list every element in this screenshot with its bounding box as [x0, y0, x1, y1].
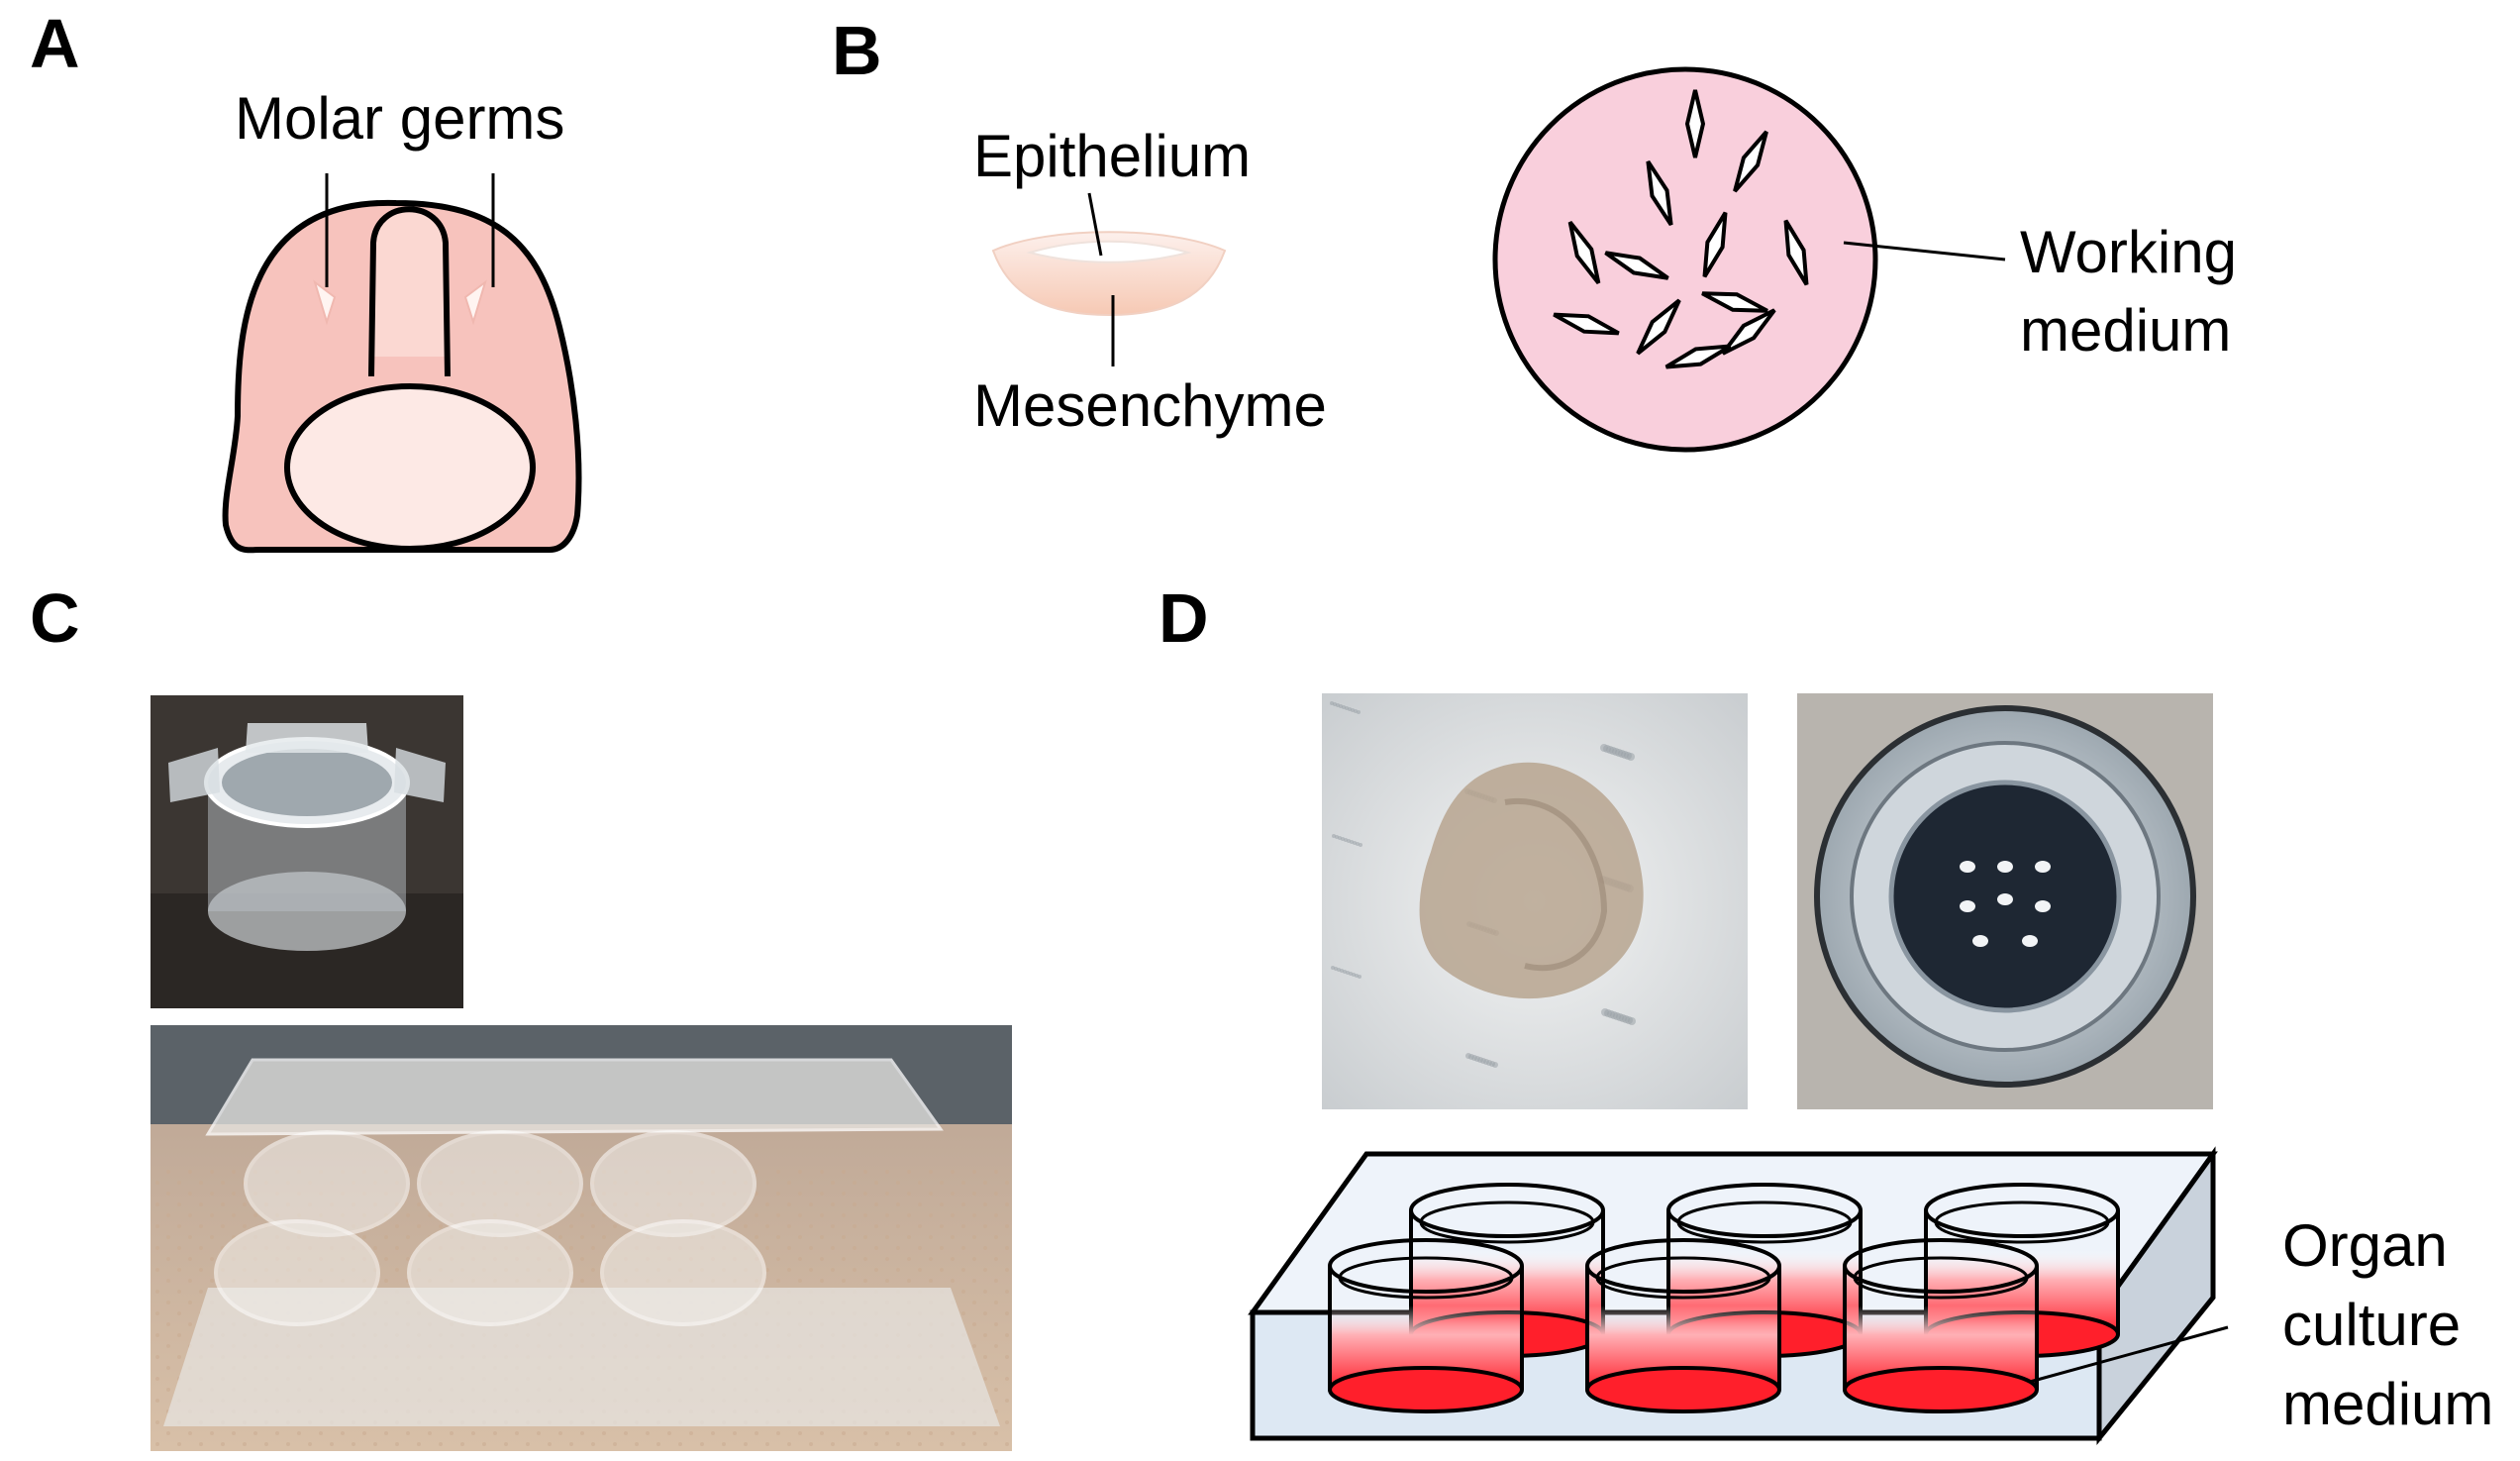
- plate-lid: [205, 1058, 944, 1136]
- organ-culture-diagram: [1248, 1146, 2229, 1446]
- insert-rim: [1924, 1183, 2120, 1238]
- spindle-cell: [1553, 312, 1620, 336]
- insert-inner-rim: [1419, 1200, 1595, 1244]
- explant: [1997, 861, 2013, 873]
- epithelium-label: Epithelium: [973, 123, 1251, 189]
- plate-well: [214, 1219, 380, 1326]
- mouth-opening: [284, 383, 536, 552]
- spindle-cell: [1702, 211, 1728, 278]
- spindle-cell: [1721, 308, 1776, 356]
- panel-a: A Molar germs: [30, 5, 582, 554]
- spindle-cell: [1567, 220, 1601, 285]
- working-medium-label-line2: medium: [2020, 297, 2231, 364]
- panel-letter-c: C: [30, 579, 80, 657]
- organ-culture-label-line3: medium: [2282, 1371, 2493, 1437]
- speck: [1359, 843, 1362, 847]
- spindle-cell: [1636, 298, 1681, 356]
- explant: [2022, 935, 2038, 947]
- plate-well: [244, 1130, 410, 1237]
- explant-group: [1960, 861, 2051, 947]
- insert-flange-top: [246, 723, 368, 753]
- insert-well-photo: [1797, 693, 2213, 1109]
- plate-base: [163, 1288, 1000, 1426]
- explant: [1960, 900, 1975, 912]
- speck: [1358, 975, 1361, 979]
- mandible-drawing: [222, 173, 582, 554]
- speck: [1492, 1062, 1498, 1068]
- panel-letter-a: A: [30, 5, 80, 82]
- tooth-germ-aggregate: [1419, 762, 1644, 999]
- tongue-outline: [368, 206, 451, 377]
- spindle-cell: [1664, 344, 1732, 369]
- plate-well: [600, 1219, 766, 1326]
- plate-wells: [214, 1130, 766, 1326]
- insert-inner-rim: [1853, 1256, 2029, 1300]
- speck: [1627, 753, 1635, 761]
- plate-well: [407, 1219, 573, 1326]
- insert-inner-rim: [1338, 1256, 1514, 1300]
- insert-rim: [1328, 1238, 1524, 1294]
- explant: [2035, 900, 2051, 912]
- working-medium-label-line1: Working: [2020, 219, 2237, 285]
- epithelium-leader: [1087, 192, 1103, 257]
- tooth-germ-drawing: [991, 192, 1227, 366]
- insert-bottom: [1585, 1366, 1781, 1413]
- panel-letter-b: B: [832, 12, 882, 89]
- microscope-photo: [1322, 693, 1748, 1109]
- explant: [1997, 893, 2013, 905]
- spindle-cell: [1646, 159, 1673, 227]
- spindle-cell: [1783, 219, 1809, 286]
- dissociated-cells-dish: [1492, 66, 2006, 453]
- epithelium-shape: [1026, 240, 1192, 263]
- panel-c: C: [30, 579, 1012, 1451]
- mesenchyme-label: Mesenchyme: [973, 372, 1327, 439]
- speck: [1357, 710, 1361, 714]
- explant: [1972, 935, 1988, 947]
- molar-germ-left: [313, 279, 337, 326]
- spindle-cell: [1604, 251, 1669, 280]
- insert-flange-right: [394, 748, 446, 802]
- spindle-cell: [1701, 291, 1768, 313]
- insert-rim: [1585, 1238, 1781, 1294]
- cell-group: [1553, 89, 1809, 369]
- insert-rim: [1843, 1238, 2039, 1294]
- panel-d: D Organ culture medium: [1159, 579, 2493, 1446]
- panel-b: B Epithelium Mesenchyme Working medium: [832, 12, 2237, 453]
- panel-letter-d: D: [1159, 579, 1209, 657]
- six-well-plate-photo: [151, 1025, 1012, 1451]
- insert-bottom: [1843, 1366, 2039, 1413]
- molar-germ-right: [463, 279, 487, 326]
- insert-rim: [1409, 1183, 1605, 1238]
- organ-culture-label-line2: culture: [2282, 1292, 2461, 1358]
- insert-inner-rim: [1934, 1200, 2110, 1244]
- spindle-cell: [1684, 89, 1706, 158]
- insert-rim: [1666, 1183, 1863, 1238]
- speck: [1628, 1017, 1636, 1025]
- culture-insert: [1585, 1238, 1781, 1413]
- culture-insert: [1843, 1238, 2039, 1413]
- molar-germs-label: Molar germs: [235, 85, 564, 152]
- working-medium-leader: [1843, 241, 2006, 261]
- explant: [2035, 861, 2051, 873]
- spindle-cell: [1733, 130, 1768, 193]
- insert-inner-rim: [1595, 1256, 1771, 1300]
- insert-bottom: [1328, 1366, 1524, 1413]
- insert-flange-left: [168, 748, 220, 802]
- organ-culture-label-line1: Organ: [2282, 1212, 2448, 1279]
- culture-dish: [1492, 66, 1878, 453]
- explant: [1960, 861, 1975, 873]
- tongue-fill: [371, 209, 448, 357]
- cell-culture-insert-photo: [151, 695, 463, 1008]
- culture-insert: [1328, 1238, 1524, 1413]
- organ-culture-leader: [2029, 1325, 2229, 1384]
- insert-inner-rim: [1676, 1200, 1853, 1244]
- culture-wells: [1328, 1183, 2120, 1413]
